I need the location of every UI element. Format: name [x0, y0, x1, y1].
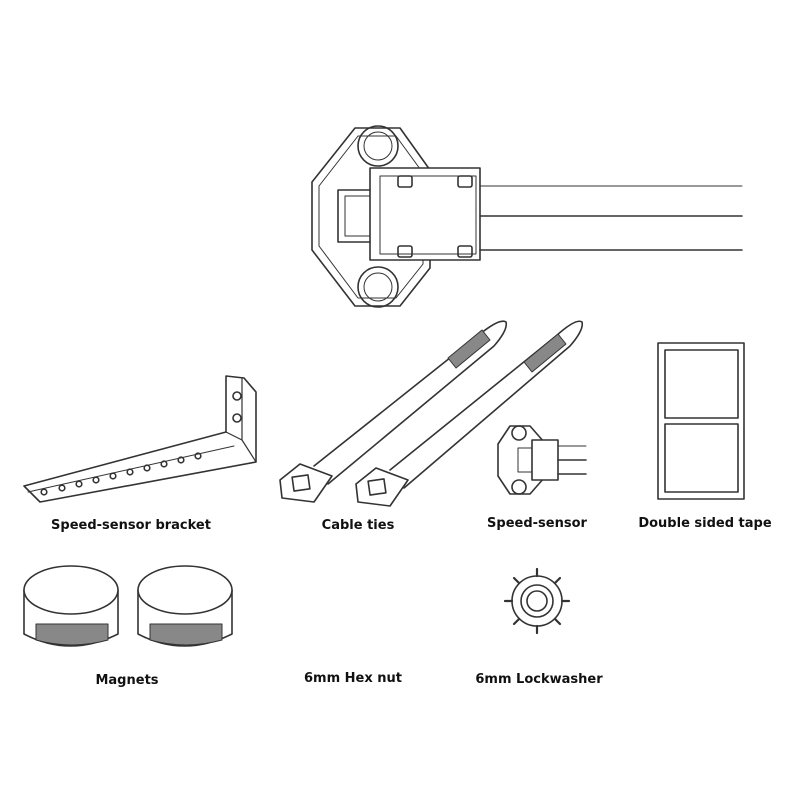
speed-sensor-small-drawing — [497, 425, 587, 495]
label-bracket: Speed-sensor bracket — [51, 518, 211, 533]
label-hex-nut: 6mm Hex nut — [304, 671, 402, 686]
label-lockwasher: 6mm Lockwasher — [475, 672, 603, 687]
label-cable-ties: Cable ties — [321, 518, 395, 533]
speed-sensor-large-drawing — [311, 125, 743, 308]
cable-tie-1-drawing — [279, 320, 508, 503]
label-magnets: Magnets — [95, 673, 159, 688]
label-tape: Double sided tape — [638, 516, 772, 531]
lockwasher-drawing — [503, 567, 571, 635]
magnet-1-drawing — [23, 565, 119, 647]
tape-drawing — [657, 342, 745, 500]
bracket-drawing — [23, 375, 257, 503]
cable-tie-2-drawing — [355, 320, 584, 507]
magnet-2-drawing — [137, 565, 233, 647]
label-speed-sensor: Speed-sensor — [487, 516, 587, 531]
